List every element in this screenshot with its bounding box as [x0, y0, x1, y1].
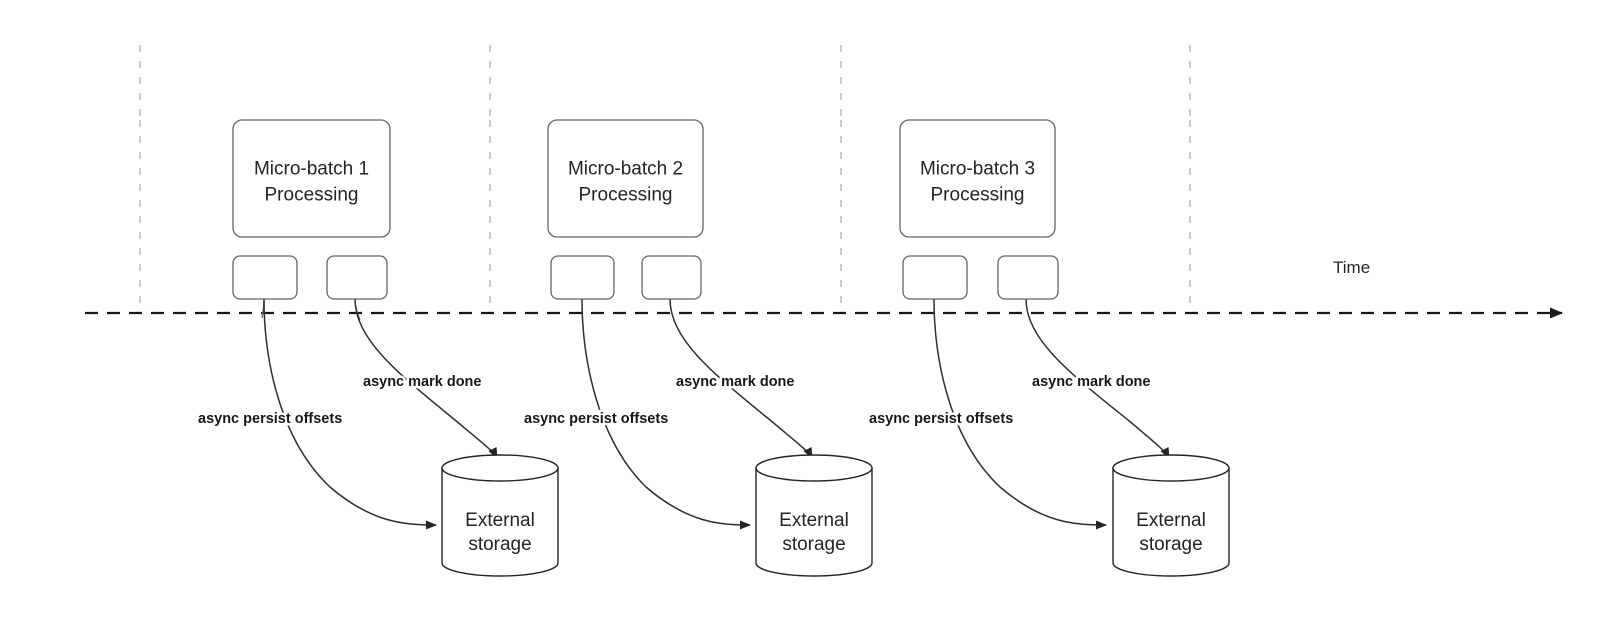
- group-3-mark-done-label-halo: async mark done: [1032, 374, 1150, 390]
- timeline-boundaries: [139, 45, 1191, 306]
- cylinder-body: [441, 467, 559, 577]
- group-2-persist-offsets-label-halo: async persist offsets: [524, 411, 668, 427]
- time-axis-label: Time: [1333, 258, 1370, 277]
- batch-box[interactable]: [232, 119, 391, 238]
- group-3-persist-offsets-label-halo: async persist offsets: [869, 411, 1013, 427]
- group-2-task-box-persist[interactable]: [550, 255, 615, 300]
- persist-arrow-2: [581, 298, 751, 530]
- flow-labels: async persist offsets async persist offse…: [196, 372, 1153, 430]
- batch-box[interactable]: [899, 119, 1056, 238]
- group-2-task-box-mark[interactable]: [641, 255, 702, 300]
- group-1-persist-offsets-label-halo: async persist offsets: [198, 411, 342, 427]
- batch-subtitle: Processing: [931, 185, 1025, 206]
- cylinder-body: [755, 467, 873, 577]
- flow-connectors: [261, 298, 1170, 530]
- storage-label-line2: storage: [468, 534, 531, 555]
- mark-arrow-2: [669, 298, 813, 459]
- group-2-mark-done-label: async mark done: [676, 374, 794, 390]
- group-2-mark-done-label-halo: async mark done: [676, 374, 794, 390]
- group-2-external-storage[interactable]: External storage: [755, 454, 873, 577]
- cylinder-top: [755, 454, 873, 482]
- storage-label-line2: storage: [1139, 534, 1202, 555]
- storage-label-line1: External: [1136, 510, 1206, 531]
- batch-subtitle: Processing: [579, 185, 673, 206]
- group-1-batch-node[interactable]: Micro-batch 1 Processing: [232, 119, 391, 238]
- group-3-batch-node[interactable]: Micro-batch 3 Processing: [899, 119, 1056, 238]
- group-3-persist-offsets-label: async persist offsets: [869, 411, 1013, 427]
- mark-arrow-3: [1025, 298, 1170, 459]
- batch-subtitle: Processing: [265, 185, 359, 206]
- group-3-task-box-persist[interactable]: [902, 255, 968, 300]
- cylinder-top: [441, 454, 559, 482]
- group-1-external-storage[interactable]: External storage: [441, 454, 559, 577]
- batch-title: Micro-batch 2: [568, 159, 683, 180]
- group-1-task-box-mark[interactable]: [326, 255, 388, 300]
- group-1-task-box-persist[interactable]: [232, 255, 298, 300]
- storage-label-line2: storage: [782, 534, 845, 555]
- mark-arrow-1: [354, 298, 498, 459]
- storage-label-line1: External: [779, 510, 849, 531]
- batch-title: Micro-batch 1: [254, 159, 369, 180]
- group-2-batch-node[interactable]: Micro-batch 2 Processing: [547, 119, 704, 238]
- group-3-external-storage[interactable]: External storage: [1112, 454, 1230, 577]
- storage-label-line1: External: [465, 510, 535, 531]
- batch-box[interactable]: [547, 119, 704, 238]
- group-1-mark-done-label-halo: async mark done: [363, 374, 481, 390]
- group-3-task-box-mark[interactable]: [997, 255, 1059, 300]
- persist-arrow-1: [263, 298, 437, 530]
- cylinder-body: [1112, 467, 1230, 577]
- group-1-mark-done-label: async mark done: [363, 374, 481, 390]
- group-3-mark-done-label: async mark done: [1032, 374, 1150, 390]
- group-2-persist-offsets-label: async persist offsets: [524, 411, 668, 427]
- group-1-persist-offsets-label: async persist offsets: [198, 411, 342, 427]
- persist-arrow-3: [933, 298, 1107, 530]
- batch-title: Micro-batch 3: [920, 159, 1035, 180]
- cylinder-top: [1112, 454, 1230, 482]
